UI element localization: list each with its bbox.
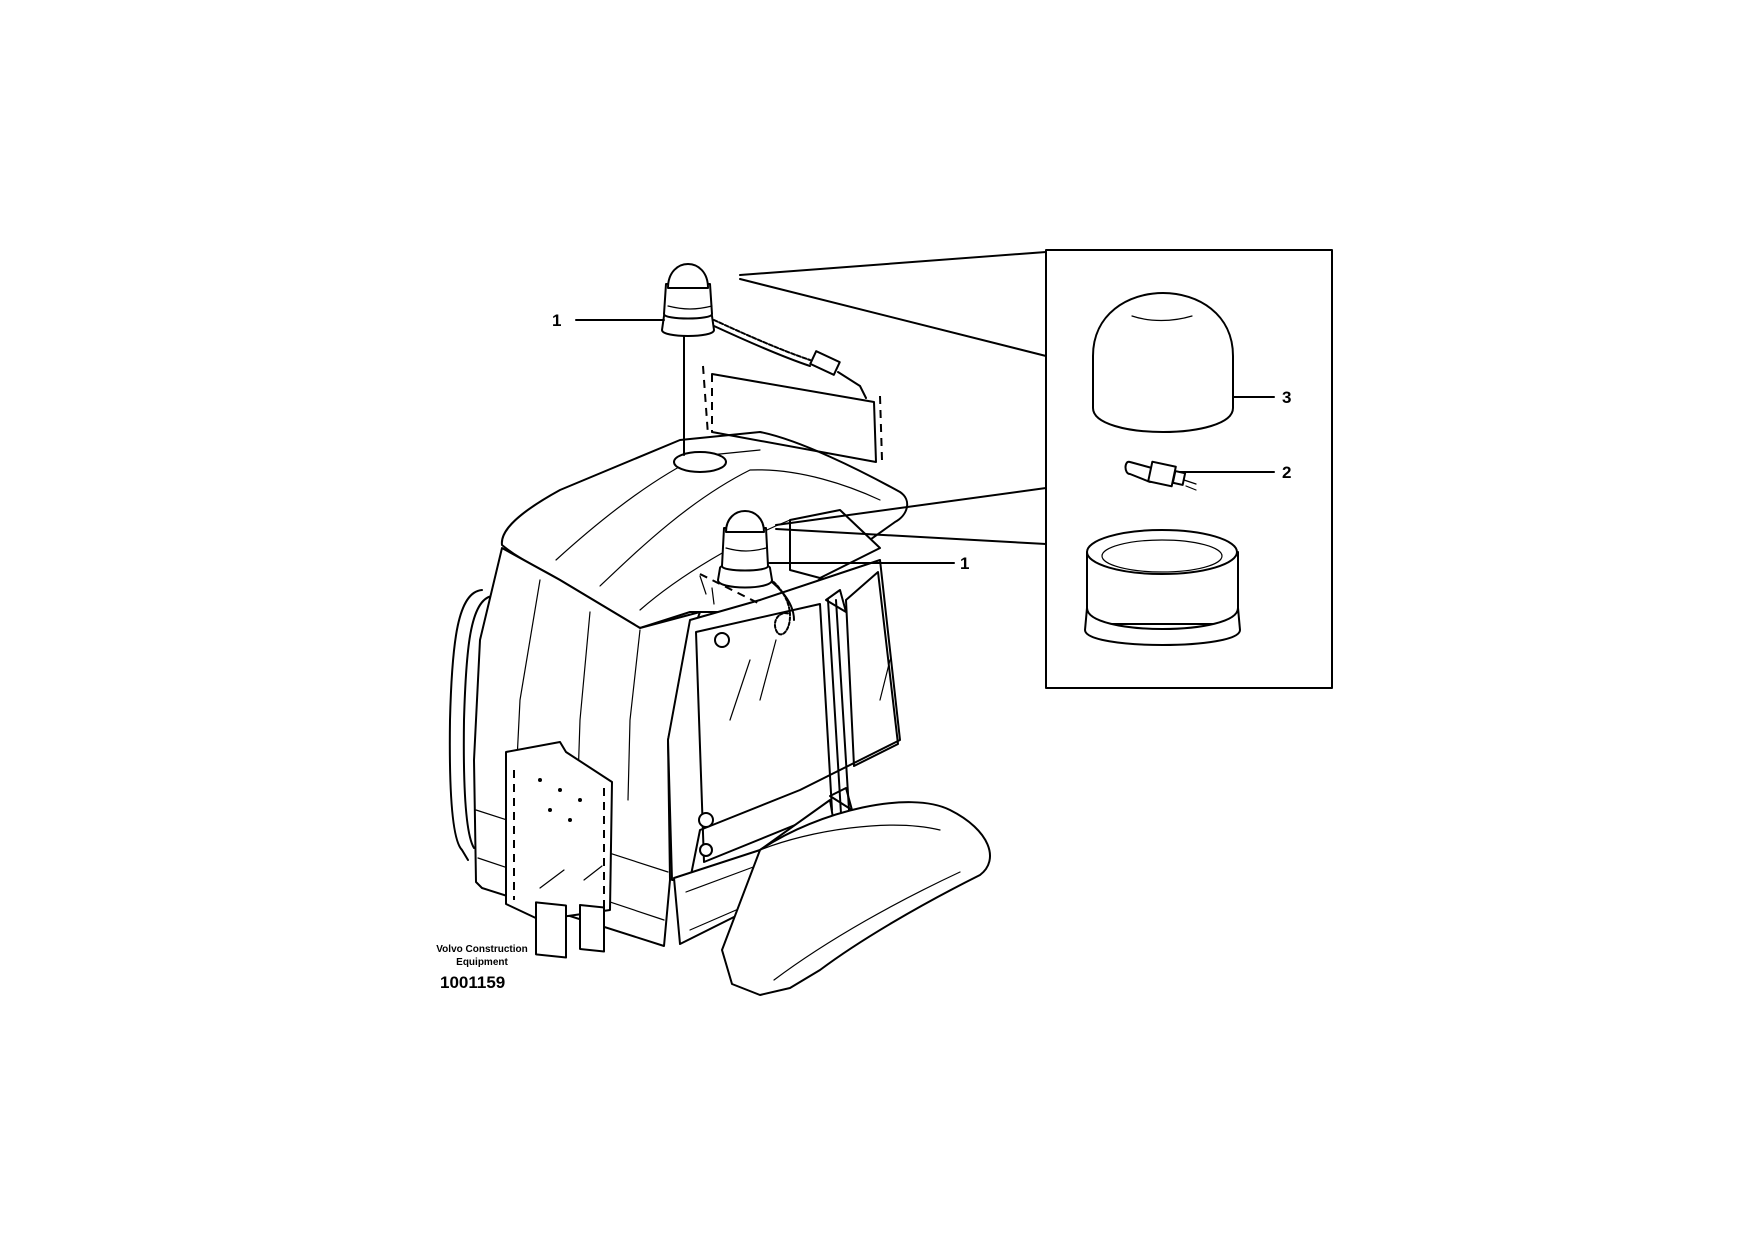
lens-dome bbox=[1092, 292, 1234, 433]
callout-2: 2 bbox=[1282, 463, 1291, 482]
drawing-number: 1001159 bbox=[440, 973, 506, 992]
callout-1-lower: 1 bbox=[960, 554, 969, 573]
beacon-exploded bbox=[661, 263, 883, 463]
beacon-base bbox=[1084, 529, 1241, 646]
bulb bbox=[1124, 460, 1197, 491]
beacon-mounted bbox=[699, 510, 795, 636]
callout-1-top: 1 bbox=[552, 311, 561, 330]
callout-3: 3 bbox=[1282, 388, 1291, 407]
detail-callout-box bbox=[739, 249, 1333, 689]
publisher-label: Volvo Construction Equipment bbox=[436, 944, 528, 968]
operator-cab bbox=[448, 431, 991, 996]
